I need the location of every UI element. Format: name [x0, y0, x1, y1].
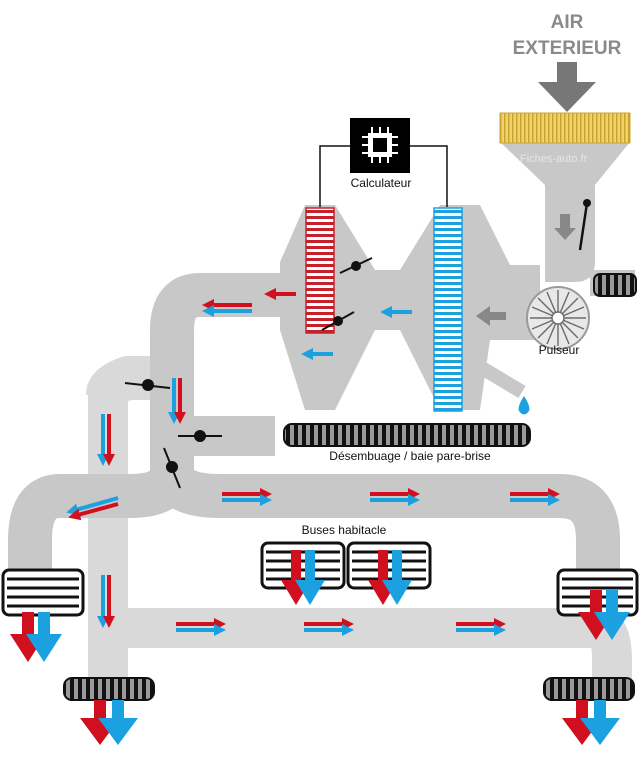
air-label-line1: AIR — [551, 12, 584, 33]
evaporator — [433, 207, 463, 412]
airflow-arrows — [66, 288, 560, 636]
front-left-vent — [1, 568, 85, 617]
air-label-line2: EXTERIEUR — [513, 38, 622, 59]
blend-flaps — [321, 257, 373, 331]
intake-flap-pivot — [583, 199, 591, 207]
blower — [526, 286, 590, 350]
side-vent — [593, 273, 637, 297]
calculator-wires — [319, 145, 448, 207]
rear-floor-duct — [108, 608, 632, 680]
cabin-filter — [499, 112, 631, 144]
calculateur-label: Calculateur — [351, 176, 412, 190]
front-right-duct — [150, 467, 620, 580]
intake-flap — [578, 202, 589, 251]
drain-tube — [478, 361, 526, 399]
rear-left-vent — [63, 677, 155, 701]
intake-funnel — [500, 142, 630, 282]
hvac-housing — [280, 205, 540, 410]
distribution-flaps — [124, 379, 222, 489]
pulseur-label: Pulseur — [539, 343, 580, 357]
watermark-2: Fiches-auto.fr — [205, 460, 273, 472]
desembuage-label: Désembuage / baie pare-brise — [329, 449, 491, 463]
main-left-duct — [150, 273, 300, 470]
outlet-arrows — [10, 550, 630, 745]
watermark: Fiches-auto.fr — [520, 153, 588, 165]
chip-icon — [362, 127, 398, 163]
buses-label: Buses habitacle — [302, 523, 387, 537]
windshield-vent — [283, 423, 531, 447]
condensate-drop-icon — [518, 396, 530, 415]
gray-arrow-down-icon — [554, 214, 576, 240]
heater-core — [305, 207, 335, 334]
rear-right-vent — [543, 677, 635, 701]
center-vents — [260, 541, 432, 590]
gray-arrow-left-icon — [476, 306, 506, 326]
outside-air-arrow — [538, 62, 596, 112]
